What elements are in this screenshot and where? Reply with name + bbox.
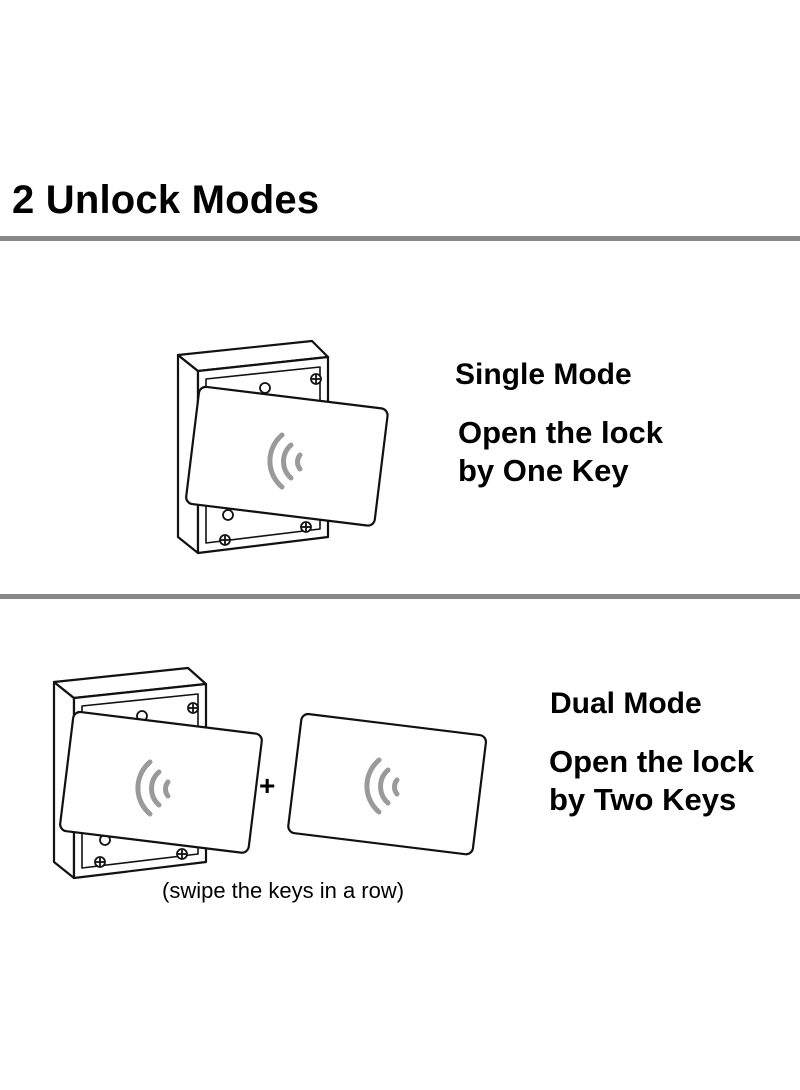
second-key-card-illustration xyxy=(287,712,488,856)
dual-mode-title: Dual Mode xyxy=(550,687,702,720)
page-title: 2 Unlock Modes xyxy=(12,178,320,222)
dual-mode-lock-illustration xyxy=(52,666,263,880)
single-mode-description-line: by One Key xyxy=(458,453,629,488)
middle-divider xyxy=(0,594,800,599)
single-mode-description: Open the lock by One Key xyxy=(458,414,663,490)
top-divider xyxy=(0,236,800,241)
plus-sign: + xyxy=(259,770,276,801)
single-mode-title: Single Mode xyxy=(455,358,632,391)
wireless-wave-icon xyxy=(364,757,400,815)
key-card xyxy=(287,712,488,856)
wireless-wave-icon xyxy=(267,432,303,490)
screw-icons xyxy=(94,702,199,868)
screw-icons xyxy=(219,373,322,546)
dual-mode-description: Open the lock by Two Keys xyxy=(549,743,754,819)
key-card xyxy=(185,385,389,527)
key-card xyxy=(59,710,263,854)
dual-mode-description-line: by Two Keys xyxy=(549,782,737,817)
swipe-caption: (swipe the keys in a row) xyxy=(162,878,405,903)
wireless-wave-icon xyxy=(135,759,171,817)
dual-mode-description-line: Open the lock xyxy=(549,744,754,779)
single-mode-illustration xyxy=(176,339,389,555)
single-mode-description-line: Open the lock xyxy=(458,415,663,450)
